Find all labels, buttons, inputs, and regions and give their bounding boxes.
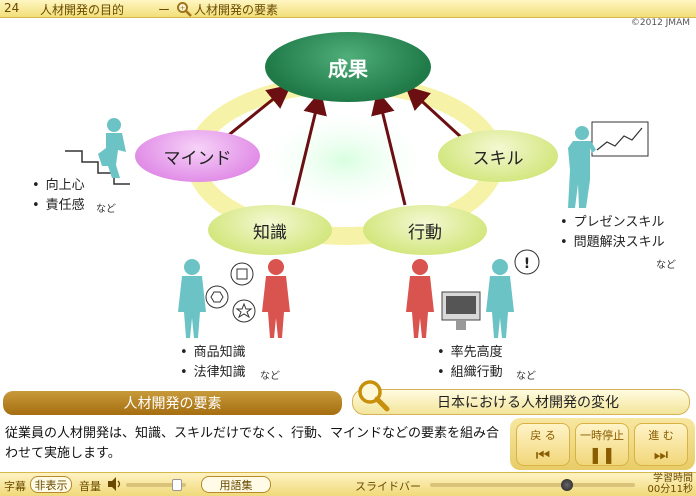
next-button[interactable]: 進 む ⏭ (634, 423, 688, 466)
mind-examples: 向上心 責任感 (32, 176, 85, 216)
node-result: 成果 (265, 32, 431, 102)
node-skill: スキル (438, 130, 558, 182)
node-action: 行動 (363, 205, 487, 255)
next-label: 進 む (648, 429, 674, 442)
subtitle-toggle-button[interactable]: 非表示 (30, 476, 72, 493)
magnifier-icon: + (177, 2, 192, 17)
etc-label: など (516, 371, 536, 382)
magnifier-icon (358, 380, 390, 412)
svg-text:+: + (180, 4, 186, 12)
subtitle-label: 字幕 (4, 480, 26, 493)
volume-slider-handle[interactable] (172, 479, 182, 491)
arrow-knowledge (291, 90, 327, 206)
arrow-action (371, 90, 407, 206)
navigation-panel: 戻 る ⏮ 一時停止 ❚❚ 進 む ⏭ (510, 418, 695, 470)
list-item: 商品知識 (180, 343, 246, 363)
action-people-icon: ! (406, 249, 540, 338)
pause-label: 一時停止 (580, 429, 624, 442)
back-button[interactable]: 戻 る ⏮ (516, 423, 570, 466)
back-label: 戻 る (530, 429, 556, 442)
svg-text:!: ! (524, 256, 530, 272)
node-knowledge: 知識 (208, 205, 332, 255)
center-glow (255, 105, 435, 215)
node-mind: マインド (135, 130, 260, 182)
study-time-value: 00分11秒 (647, 484, 693, 495)
arrow-skill (405, 85, 464, 140)
study-time-label: 学習時間 (653, 473, 693, 484)
arrow-mind (224, 84, 292, 140)
climbing-person-icon (65, 118, 130, 185)
chapter-title: 人材開発の目的 (40, 3, 125, 17)
skill-examples: プレゼンスキル 問題解決スキル (560, 213, 665, 253)
etc-label: など (656, 260, 676, 271)
etc-label: など (96, 204, 116, 215)
pause-icon: ❚❚ (588, 445, 616, 464)
list-item: 法律知識 (180, 363, 246, 383)
glossary-button[interactable]: 用語集 (201, 476, 271, 493)
knowledge-examples: 商品知識 法律知識 (180, 343, 246, 383)
status-bar: 字幕 非表示 音量 用語集 スライドバー 学習時間 00分11秒 (0, 472, 696, 496)
pause-button[interactable]: 一時停止 ❚❚ (575, 423, 629, 466)
title-separator: ー (158, 3, 171, 17)
etc-label: など (260, 371, 280, 382)
slide-number: 24 (4, 1, 20, 15)
speaker-icon (108, 477, 121, 491)
slide-subtitle: 人材開発の要素 (194, 3, 279, 17)
section-header: 人材開発の要素 (3, 391, 342, 415)
japan-change-button[interactable]: 日本における人材開発の変化 (352, 389, 690, 415)
action-examples: 率先高度 組織行動 (437, 343, 503, 383)
list-item: 組織行動 (437, 363, 503, 383)
slide-description: 従業員の人材開発は、知識、スキルだけでなく、行動、マインドなどの要素を組み合わせ… (5, 426, 500, 461)
slide-progress-handle[interactable] (561, 479, 573, 491)
study-time: 学習時間 00分11秒 (648, 473, 693, 495)
diagram-background: ! (65, 75, 649, 338)
volume-slider-track[interactable] (126, 483, 186, 487)
slide-progress-track[interactable] (430, 483, 635, 487)
volume-label: 音量 (79, 480, 101, 493)
list-item: 問題解決スキル (560, 233, 665, 253)
copyright: ©2012 JMAM (630, 18, 690, 28)
skip-forward-icon: ⏭ (653, 445, 669, 464)
presenter-icon (568, 121, 649, 208)
list-item: 率先高度 (437, 343, 503, 363)
list-item: プレゼンスキル (560, 213, 665, 233)
knowledge-people-icon (178, 259, 290, 338)
title-bar: 24 人材開発の目的 ー + 人材開発の要素 (0, 0, 696, 18)
list-item: 責任感 (32, 196, 85, 216)
elements-diagram: ! 成果 マインド スキル 知識 行動 向上心 責任感 など プレゼンスキル 問… (0, 20, 696, 390)
slider-label: スライドバー (355, 480, 421, 493)
list-item: 向上心 (32, 176, 85, 196)
skip-back-icon: ⏮ (535, 445, 551, 464)
